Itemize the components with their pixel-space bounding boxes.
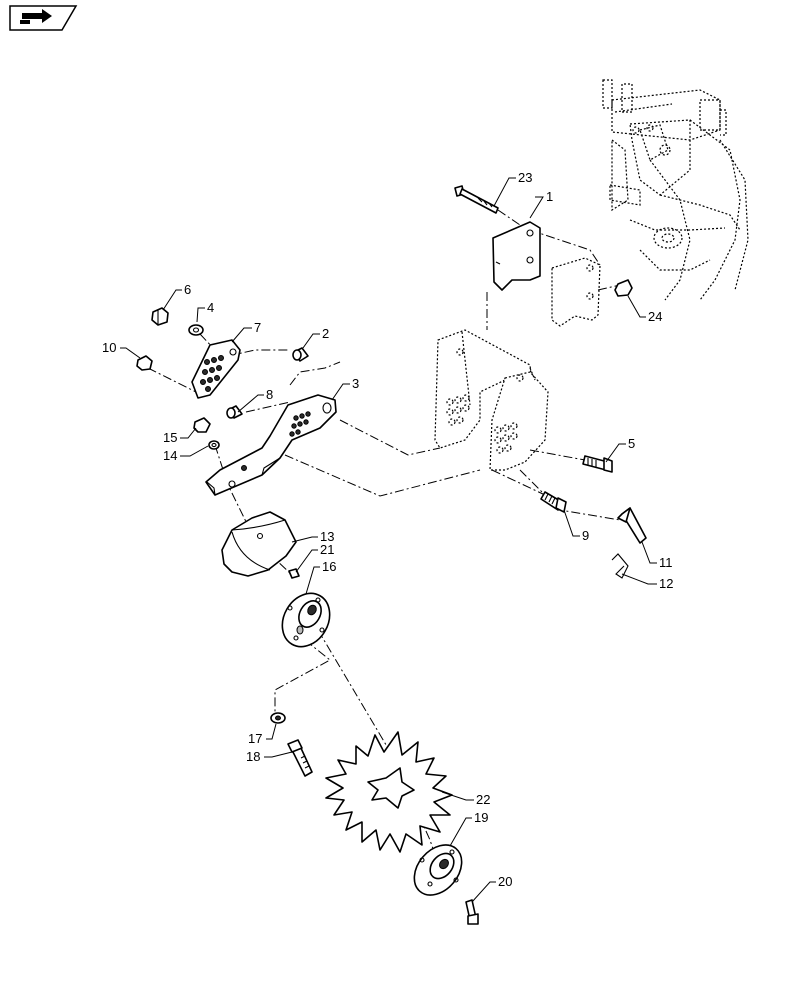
callout-4: 4 — [207, 300, 214, 315]
part-19-flange — [413, 844, 463, 896]
part-9-bolt — [540, 491, 567, 513]
callout-17: 17 — [248, 731, 262, 746]
callout-19: 19 — [474, 810, 488, 825]
part-1-plate — [492, 221, 541, 291]
arrow-right-icon — [20, 9, 52, 24]
shank-bracket-reference — [434, 329, 549, 471]
part-5-bolt — [582, 455, 613, 473]
part-15-nut — [193, 417, 211, 433]
part-20-bolt — [465, 899, 479, 925]
callout-12: 12 — [659, 576, 673, 591]
callout-22: 22 — [476, 792, 490, 807]
callout-labels: 1 2 3 4 5 6 7 8 9 10 11 12 13 14 15 16 1… — [102, 170, 673, 889]
part-2-bushing — [292, 347, 309, 362]
callout-8: 8 — [266, 387, 273, 402]
callout-3: 3 — [352, 376, 359, 391]
part-11-pin — [617, 507, 647, 544]
nav-badge[interactable] — [9, 5, 78, 31]
part-7-plate — [191, 339, 241, 399]
callout-6: 6 — [184, 282, 191, 297]
part-23-bolt — [454, 185, 499, 214]
callout-21: 21 — [320, 542, 334, 557]
callout-18: 18 — [246, 749, 260, 764]
callout-10: 10 — [102, 340, 116, 355]
callout-1: 1 — [546, 189, 553, 204]
callout-23: 23 — [518, 170, 532, 185]
part-12-clip — [611, 553, 629, 579]
part-22-disc — [325, 731, 453, 853]
mounting-plate-reference — [551, 257, 601, 327]
part-13-shield — [221, 511, 297, 577]
part-17-washer — [270, 712, 286, 724]
part-16-hub — [281, 592, 331, 648]
callout-13: 13 — [320, 529, 334, 544]
callout-9: 9 — [582, 528, 589, 543]
machine-frame — [602, 79, 749, 301]
callout-14: 14 — [163, 448, 177, 463]
part-6-nut — [151, 307, 169, 326]
callout-24: 24 — [648, 309, 662, 324]
part-18-bolt — [287, 739, 313, 777]
part-3-arm — [205, 394, 337, 496]
part-14-washer — [208, 440, 220, 450]
part-24-nut — [614, 279, 633, 297]
part-10-nut — [136, 355, 153, 371]
callout-leaders — [120, 177, 657, 903]
callout-2: 2 — [322, 326, 329, 341]
callout-5: 5 — [628, 436, 635, 451]
callout-20: 20 — [498, 874, 512, 889]
callout-11: 11 — [659, 555, 673, 570]
callout-7: 7 — [254, 320, 261, 335]
callout-15: 15 — [163, 430, 177, 445]
part-4-washer — [188, 324, 204, 336]
callout-16: 16 — [322, 559, 336, 574]
part-8-bushing — [226, 405, 243, 419]
